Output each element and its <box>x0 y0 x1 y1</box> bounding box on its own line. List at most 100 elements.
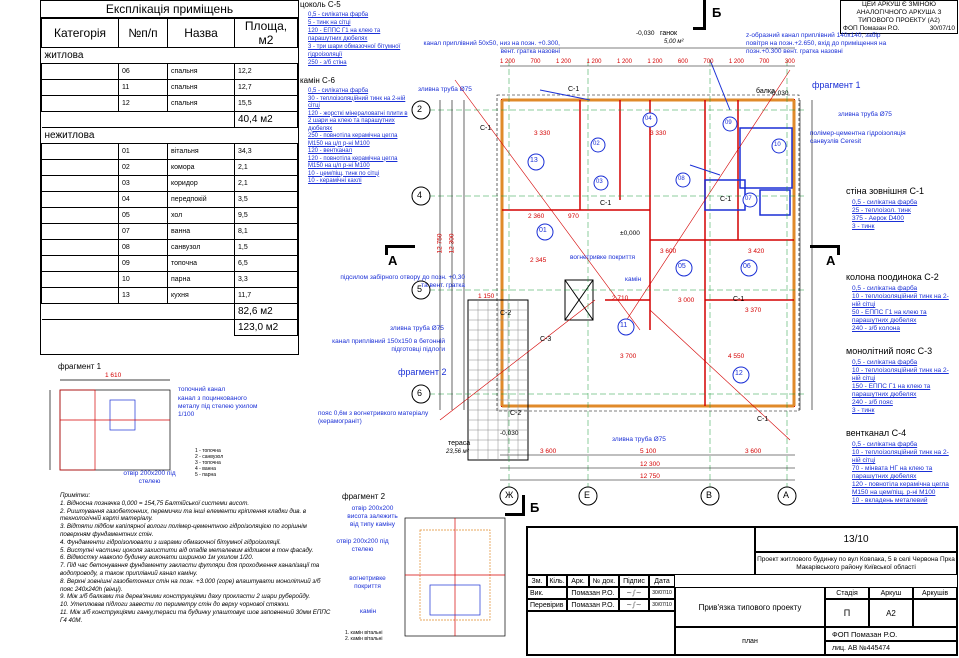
dim-text: 1 150 <box>478 293 495 300</box>
title-block: 13/10 Проект житлового будинку по вул Ко… <box>526 526 958 656</box>
wall-type-label: С-2 <box>510 410 522 417</box>
dim-text: 12 750 <box>640 473 660 480</box>
section-markers <box>385 0 840 516</box>
fragment2-marker[interactable]: фрагмент 2 <box>398 367 447 377</box>
stage-value: П <box>825 599 869 627</box>
dim-text: 12 300 <box>448 233 456 254</box>
wall-type-label: С-1 <box>733 296 745 303</box>
wall-hatch <box>500 98 796 408</box>
wall-type-label: С-1 <box>757 416 769 423</box>
room-number: 03 <box>596 179 603 185</box>
bathroom-block <box>704 127 793 216</box>
fragment1-otvir: отвір 200х200 під стелею <box>123 470 176 485</box>
role-perev: Перевірив <box>527 599 567 611</box>
dim-text: 3 600 <box>540 448 557 455</box>
fragment1-marker[interactable]: фрагмент 1 <box>812 80 861 90</box>
note-c5-lines: 0,5 - силікатна фарба 5 - тинк на сітці … <box>308 12 401 66</box>
fragment2-kamin: камін <box>360 608 377 615</box>
fragment1-canal: топочний канал <box>178 386 226 393</box>
axis-lines <box>420 60 805 490</box>
room-number: 09 <box>725 120 732 126</box>
sheets-label: Аркушів <box>913 587 957 599</box>
level-mark: ±0,000 <box>620 230 640 237</box>
fragment2-otvir-stelya: отвір 200х200 під стелею <box>336 538 389 553</box>
explication-grid: Категорія №п/п Назва Площа, м2 житлова 0… <box>41 18 298 336</box>
axis-label-zh: Ж <box>505 490 514 500</box>
dim-text: 3 600 <box>660 248 677 255</box>
room-number: 11 <box>620 322 628 329</box>
dim-text: 2 710 <box>612 295 629 302</box>
axis-label-4: 4 <box>417 190 423 200</box>
fragment1-drawing <box>49 379 171 471</box>
axis-label-5: 5 <box>417 284 423 294</box>
fragment2-otvir-visota: отвір 200х200 висота залежить від типу к… <box>347 505 398 528</box>
section-b-bottom: Б <box>530 500 540 515</box>
z-canal-note: z-образний канал приплівний 140х140, заб… <box>746 32 887 55</box>
section-a-right: А <box>826 253 836 268</box>
terrace <box>467 299 529 461</box>
canal-150-note: канал приплівний 150х150 в бетонній підг… <box>332 338 445 353</box>
level-mark: -0,030 <box>636 30 655 37</box>
col-ark: Арк. <box>567 575 589 587</box>
signature-icon: ~∫~ <box>619 587 649 599</box>
drawing-title: Прив'язка типового проекту <box>675 587 825 627</box>
ganok-label: ганок <box>660 30 678 37</box>
room-number: 04 <box>645 116 652 122</box>
sheets-value <box>913 599 957 627</box>
zlyvna-truba-label: зливна труба Ø75 <box>418 86 472 93</box>
room-number: 08 <box>678 176 685 182</box>
dim-text: 3 600 <box>745 448 762 455</box>
explication-header-row: Категорія №п/п Назва Площа, м2 <box>41 18 298 48</box>
date-vyk: 30/07/10 <box>649 587 675 599</box>
axis-label-2: 2 <box>417 104 423 114</box>
fragment2-vogn: вогнетривке покриття <box>349 575 386 590</box>
drawing-subtitle: план <box>675 627 825 655</box>
signature-icon: ~∫~ <box>619 599 649 611</box>
vent-canals <box>539 59 731 176</box>
explication-table: Експлікація приміщень Категорія №п/п Наз… <box>40 0 299 355</box>
wall-c4-title: вентканал С-4 <box>846 428 907 438</box>
pidsyl-note: підсилом забірного отвору до позн. +0,30… <box>340 274 465 289</box>
dim-text: 4 550 <box>728 353 745 360</box>
ganok-area: 5,00 м² <box>664 39 684 45</box>
project-name: Проект житлового будинку по вул Ковпака,… <box>755 552 957 575</box>
date-perev: 30/07/10 <box>649 599 675 611</box>
leader-lines <box>439 69 791 441</box>
dim-text: 3 330 <box>650 130 667 137</box>
fragment2-drawing <box>404 517 506 637</box>
terasa-label: тераса <box>448 440 471 447</box>
sheet-number: 13/10 <box>755 527 957 552</box>
dim-text: 5 100 <box>640 448 657 455</box>
zlyvna-truba-label: зливна труба Ø75 <box>390 325 444 332</box>
dimension-lines <box>439 47 813 481</box>
sheet-label: Аркуш <box>869 587 913 599</box>
role-vyk: Вик. <box>527 587 567 599</box>
dim-text: 3 420 <box>748 248 765 255</box>
section-a-left: А <box>388 253 398 268</box>
group-name: житлова <box>41 47 298 64</box>
note-c5-title: цоколь С-5 <box>300 0 341 9</box>
polymer-note: полімер-цементна гідроізоляція санвузлів… <box>810 130 906 145</box>
interior-walls <box>502 100 794 406</box>
dim-text: 2 345 <box>530 257 547 264</box>
col-sign: Підпис <box>619 575 649 587</box>
wall-c3-title: монолітний пояс С-3 <box>846 346 933 356</box>
axis-label-6: 6 <box>417 388 423 398</box>
room-number: 05 <box>678 263 686 270</box>
header-name: Назва <box>167 18 235 48</box>
wall-type-label: С-1 <box>600 200 612 207</box>
